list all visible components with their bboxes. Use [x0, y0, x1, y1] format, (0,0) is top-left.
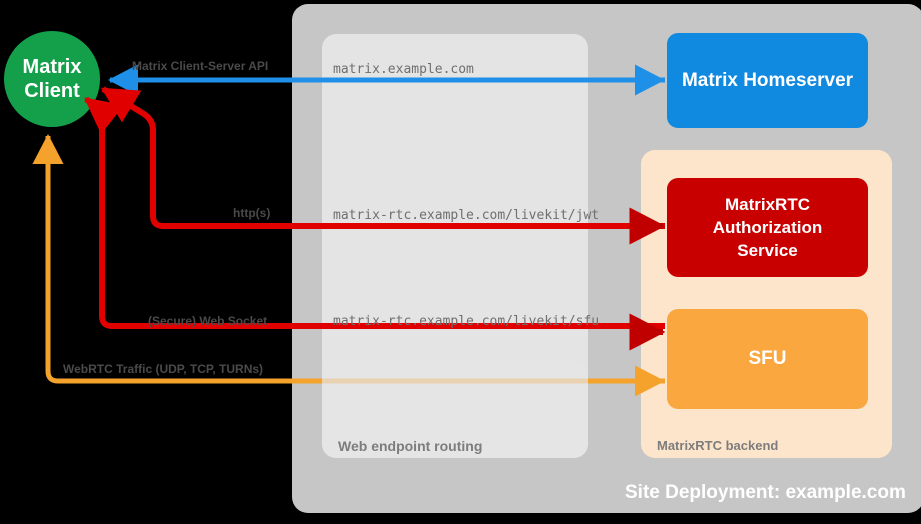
web-endpoint-routing-panel [322, 34, 588, 458]
connector-sfu-websocket [84, 96, 665, 329]
matrixrtc-authorization-service-box[interactable] [667, 178, 868, 277]
connector-label-sfu-websocket: (Secure) Web Socket [148, 314, 268, 328]
matrixrtc-backend-caption: MatrixRTC backend [657, 438, 779, 453]
web-endpoint-routing-caption: Web endpoint routing [338, 438, 483, 454]
connector-label-webrtc: WebRTC Traffic (UDP, TCP, TURNs) [63, 362, 264, 376]
matrix-homeserver-box[interactable] [667, 33, 868, 128]
site-deployment-caption: Site Deployment: example.com [625, 482, 906, 503]
connector-label-jwt: http(s) [233, 206, 271, 220]
endpoint-label-matrix: matrix.example.com [333, 62, 474, 77]
endpoint-label-jwt: matrix-rtc.example.com/livekit/jwt [333, 208, 600, 223]
endpoint-label-sfu: matrix-rtc.example.com/livekit/sfu [333, 314, 600, 329]
web-panel-overlay [322, 360, 588, 458]
matrix-client-node[interactable] [4, 31, 100, 127]
connector-jwt [100, 86, 665, 229]
connector-webrtc [32, 133, 665, 384]
sfu-box[interactable] [667, 309, 868, 409]
connector-label-cs-api: Matrix Client-Server API [132, 59, 269, 73]
